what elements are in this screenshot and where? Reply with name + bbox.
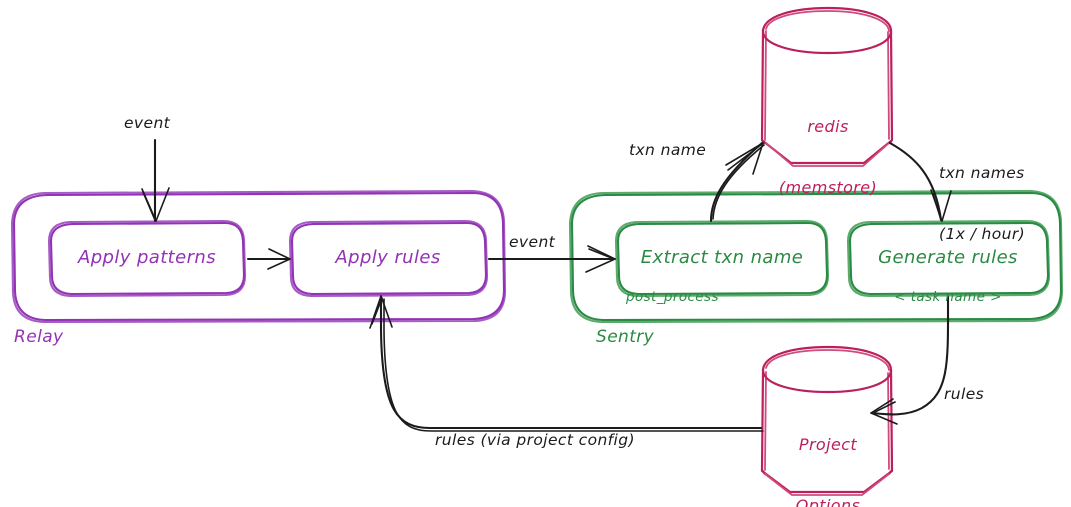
datastore-label-project-options-line-1: Project xyxy=(798,434,858,454)
datastore-label-redis-line-2: (memstore) xyxy=(778,178,878,198)
edge-event-in xyxy=(141,138,170,223)
datastore-project-options-shape xyxy=(760,345,894,496)
node-label-apply-patterns[interactable]: Apply patterns xyxy=(78,247,216,268)
edge-patterns-to-rules xyxy=(246,248,291,270)
edge-label-redis-to-generate-line-1: txn names xyxy=(939,164,1025,183)
edge-label-redis-to-generate: txn names (1x / hour) xyxy=(939,123,1025,284)
edge-label-redis-to-generate-line-2: (1x / hour) xyxy=(939,224,1026,243)
datastore-label-redis-line-1: redis xyxy=(807,116,849,136)
edge-label-extract-to-redis: txn name xyxy=(629,141,707,159)
edge-redis-to-generate xyxy=(888,141,952,222)
edge-options-to-apply xyxy=(369,295,764,432)
edge-extract-to-redis xyxy=(709,141,765,223)
node-label-generate-rules[interactable]: Generate rules xyxy=(878,247,1018,268)
node-apply-rules-shape[interactable] xyxy=(288,219,489,298)
node-apply-patterns-shape[interactable] xyxy=(47,219,247,298)
relay-group-container xyxy=(10,189,507,324)
group-label-relay: Relay xyxy=(14,327,64,347)
node-extract-txn-name-shape[interactable] xyxy=(614,219,830,298)
edge-label-rules-to-extract: event xyxy=(509,233,556,251)
group-label-sentry: Sentry xyxy=(596,327,655,347)
datastore-label-project-options: Project Options (Postgres) xyxy=(785,394,870,507)
edge-label-generate-to-options: rules xyxy=(944,385,985,403)
node-label-extract-txn-name[interactable]: Extract txn name xyxy=(640,247,804,268)
edge-label-event-in: event xyxy=(124,114,171,132)
node-sublabel-task-name: < task name > xyxy=(894,289,1002,305)
node-generate-rules-shape[interactable] xyxy=(846,219,1051,298)
sentry-group-container xyxy=(568,189,1064,324)
edge-generate-to-options xyxy=(870,295,950,425)
edge-label-options-to-apply: rules (via project config) xyxy=(435,431,635,449)
datastore-redis-shape xyxy=(760,6,894,167)
edge-rules-to-extract xyxy=(487,245,616,273)
node-label-apply-rules[interactable]: Apply rules xyxy=(335,247,441,268)
node-sublabel-post-process: post_process xyxy=(626,289,719,305)
datastore-label-redis: redis (memstore) xyxy=(779,76,877,240)
datastore-label-project-options-line-2: Options xyxy=(795,496,861,507)
